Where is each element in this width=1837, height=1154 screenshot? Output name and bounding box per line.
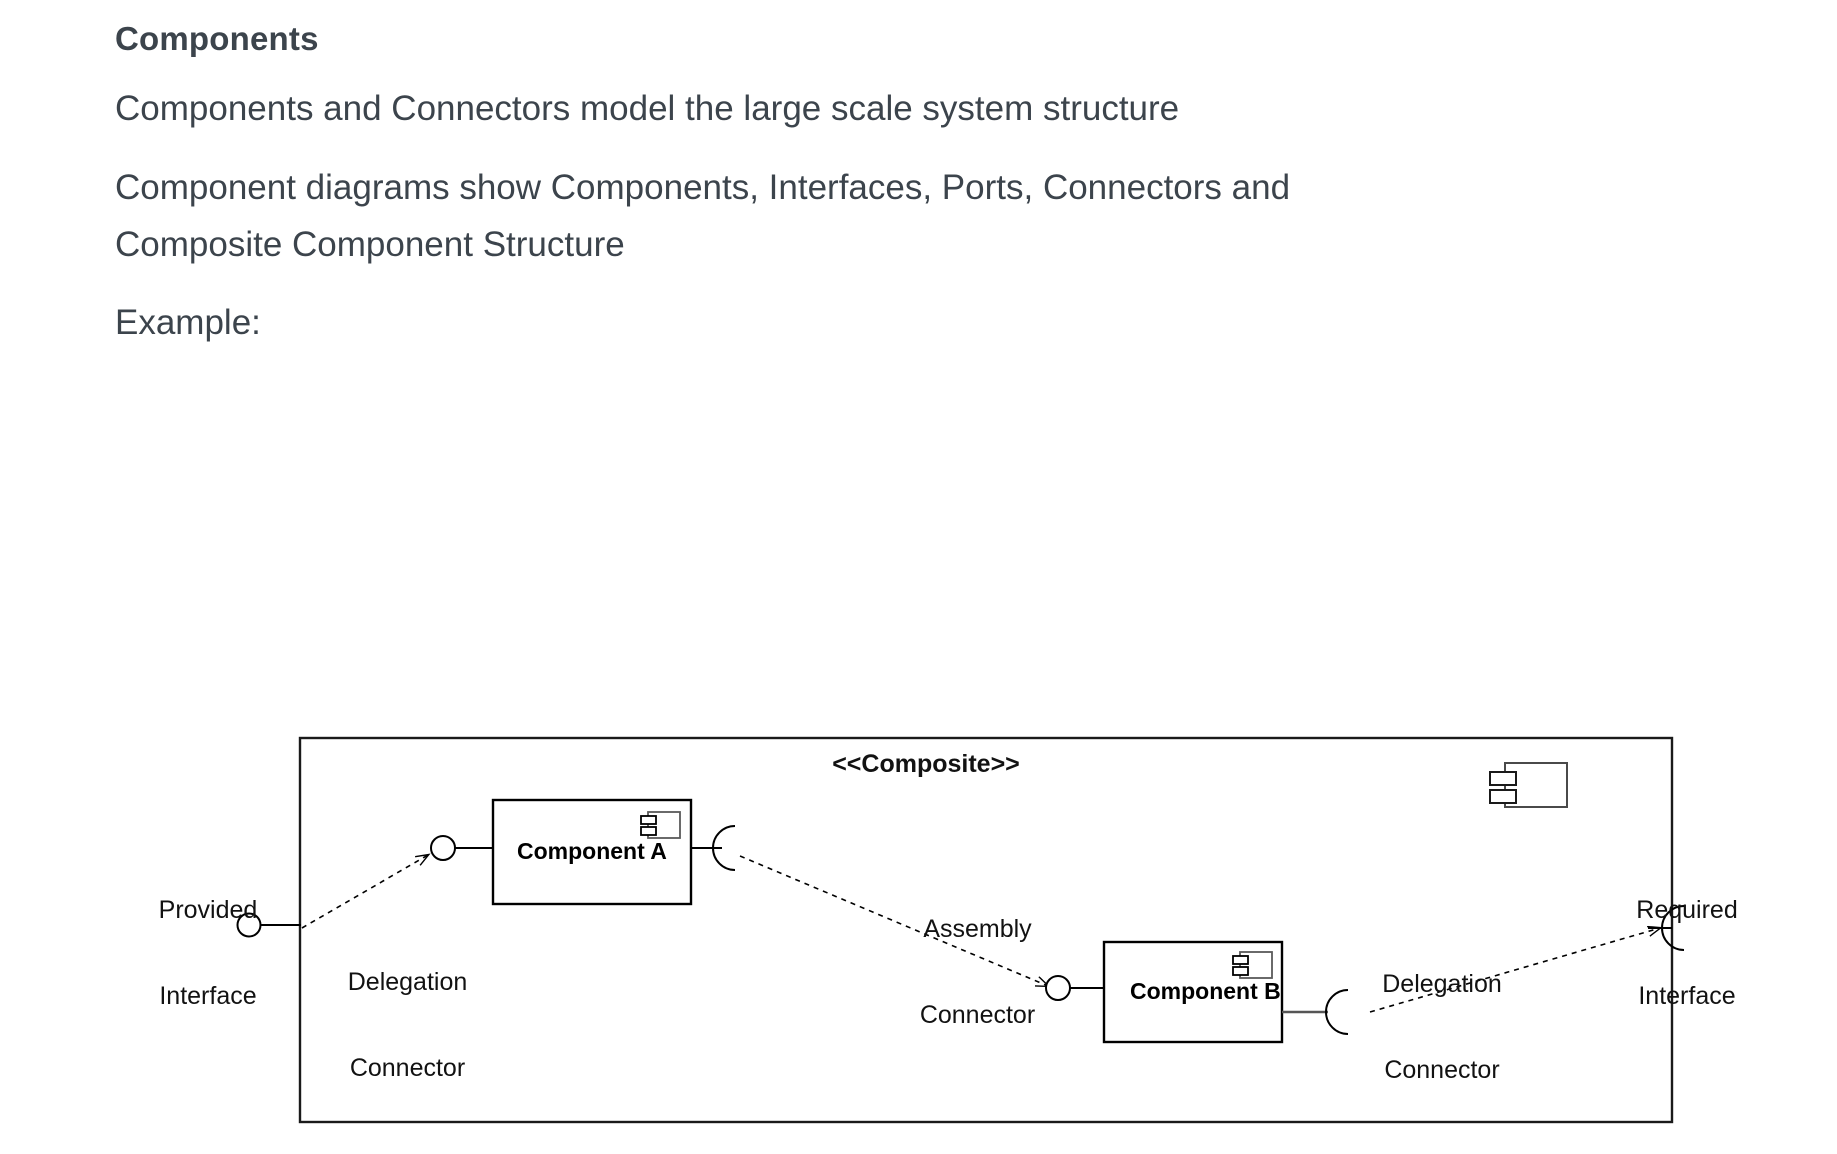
assembly-line2: Connector bbox=[919, 1000, 1036, 1029]
page-title: Components bbox=[115, 20, 319, 57]
component-b-icon bbox=[1232, 951, 1273, 979]
component-a-icon bbox=[640, 811, 681, 839]
required-interface-port[interactable] bbox=[1648, 905, 1685, 951]
paragraph-3-example: Example: bbox=[115, 303, 261, 343]
paragraph-2: Component diagrams show Components, Inte… bbox=[115, 167, 1291, 264]
provided-interface-port[interactable] bbox=[236, 912, 302, 938]
required-interface-label-line1: Required bbox=[1636, 895, 1738, 924]
component-a-label: Component A bbox=[517, 838, 667, 864]
component-b[interactable] bbox=[1045, 940, 1349, 1044]
component-b-label: Component B bbox=[1130, 978, 1281, 1004]
delegation-connector-right-line bbox=[1369, 928, 1660, 1013]
delegation-connector-left-label: Delegation Connector bbox=[320, 910, 495, 1111]
composite-component-icon bbox=[1489, 762, 1568, 808]
delegation-left-line1: Delegation bbox=[347, 967, 468, 996]
component-a[interactable] bbox=[430, 798, 736, 906]
assembly-line1: Assembly bbox=[923, 914, 1032, 943]
delegation-left-line2: Connector bbox=[349, 1053, 466, 1082]
assembly-connector-label: Assembly Connector bbox=[890, 857, 1065, 1058]
delegation-right-line1: Delegation bbox=[1382, 969, 1502, 998]
composite-stereotype-label: <<Composite>> bbox=[832, 750, 1020, 778]
delegation-right-line2: Connector bbox=[1384, 1055, 1500, 1084]
delegation-connector-left-line bbox=[301, 855, 428, 929]
provided-interface-label-line1: Provided bbox=[158, 895, 258, 924]
provided-interface-label-line2: Interface bbox=[159, 981, 257, 1010]
paragraph-1: Components and Connectors model the larg… bbox=[115, 89, 1180, 129]
composite-boundary-box bbox=[298, 736, 1674, 1124]
provided-interface-label: Provided Interface bbox=[133, 838, 283, 1039]
required-interface-label-line2: Interface bbox=[1638, 981, 1736, 1010]
delegation-connector-right-label: Delegation Connector bbox=[1352, 912, 1532, 1113]
slide-text-block: Components Components and Connectors mod… bbox=[115, 18, 1735, 374]
required-interface-label: Required Interface bbox=[1607, 838, 1767, 1039]
